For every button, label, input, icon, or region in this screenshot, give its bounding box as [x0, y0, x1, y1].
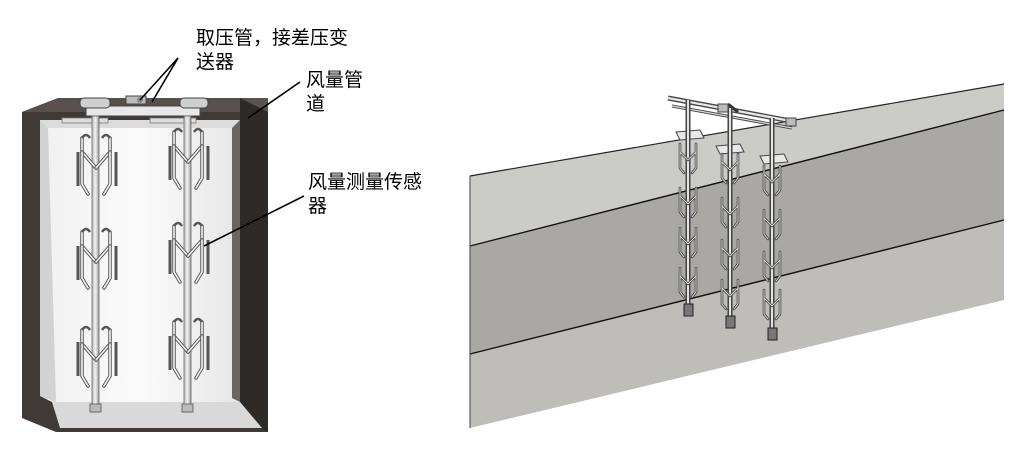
duct-frame-left: [22, 98, 268, 432]
label-sensor-line2: 器: [308, 195, 328, 217]
label-duct-line1: 风量管: [306, 69, 364, 91]
label-sensor-line1: 风量测量传感: [308, 171, 423, 193]
label-pressure-tube-line1: 取压管，接差压变: [196, 27, 349, 49]
sensor-tubes-left: [76, 115, 210, 413]
leader-lines: [139, 57, 305, 247]
pressure-manifold-left: [79, 95, 209, 117]
label-pressure-tube-line2: 送器: [196, 51, 235, 73]
label-duct-line2: 道: [306, 93, 326, 115]
sensor-tubes-right: [678, 100, 782, 341]
